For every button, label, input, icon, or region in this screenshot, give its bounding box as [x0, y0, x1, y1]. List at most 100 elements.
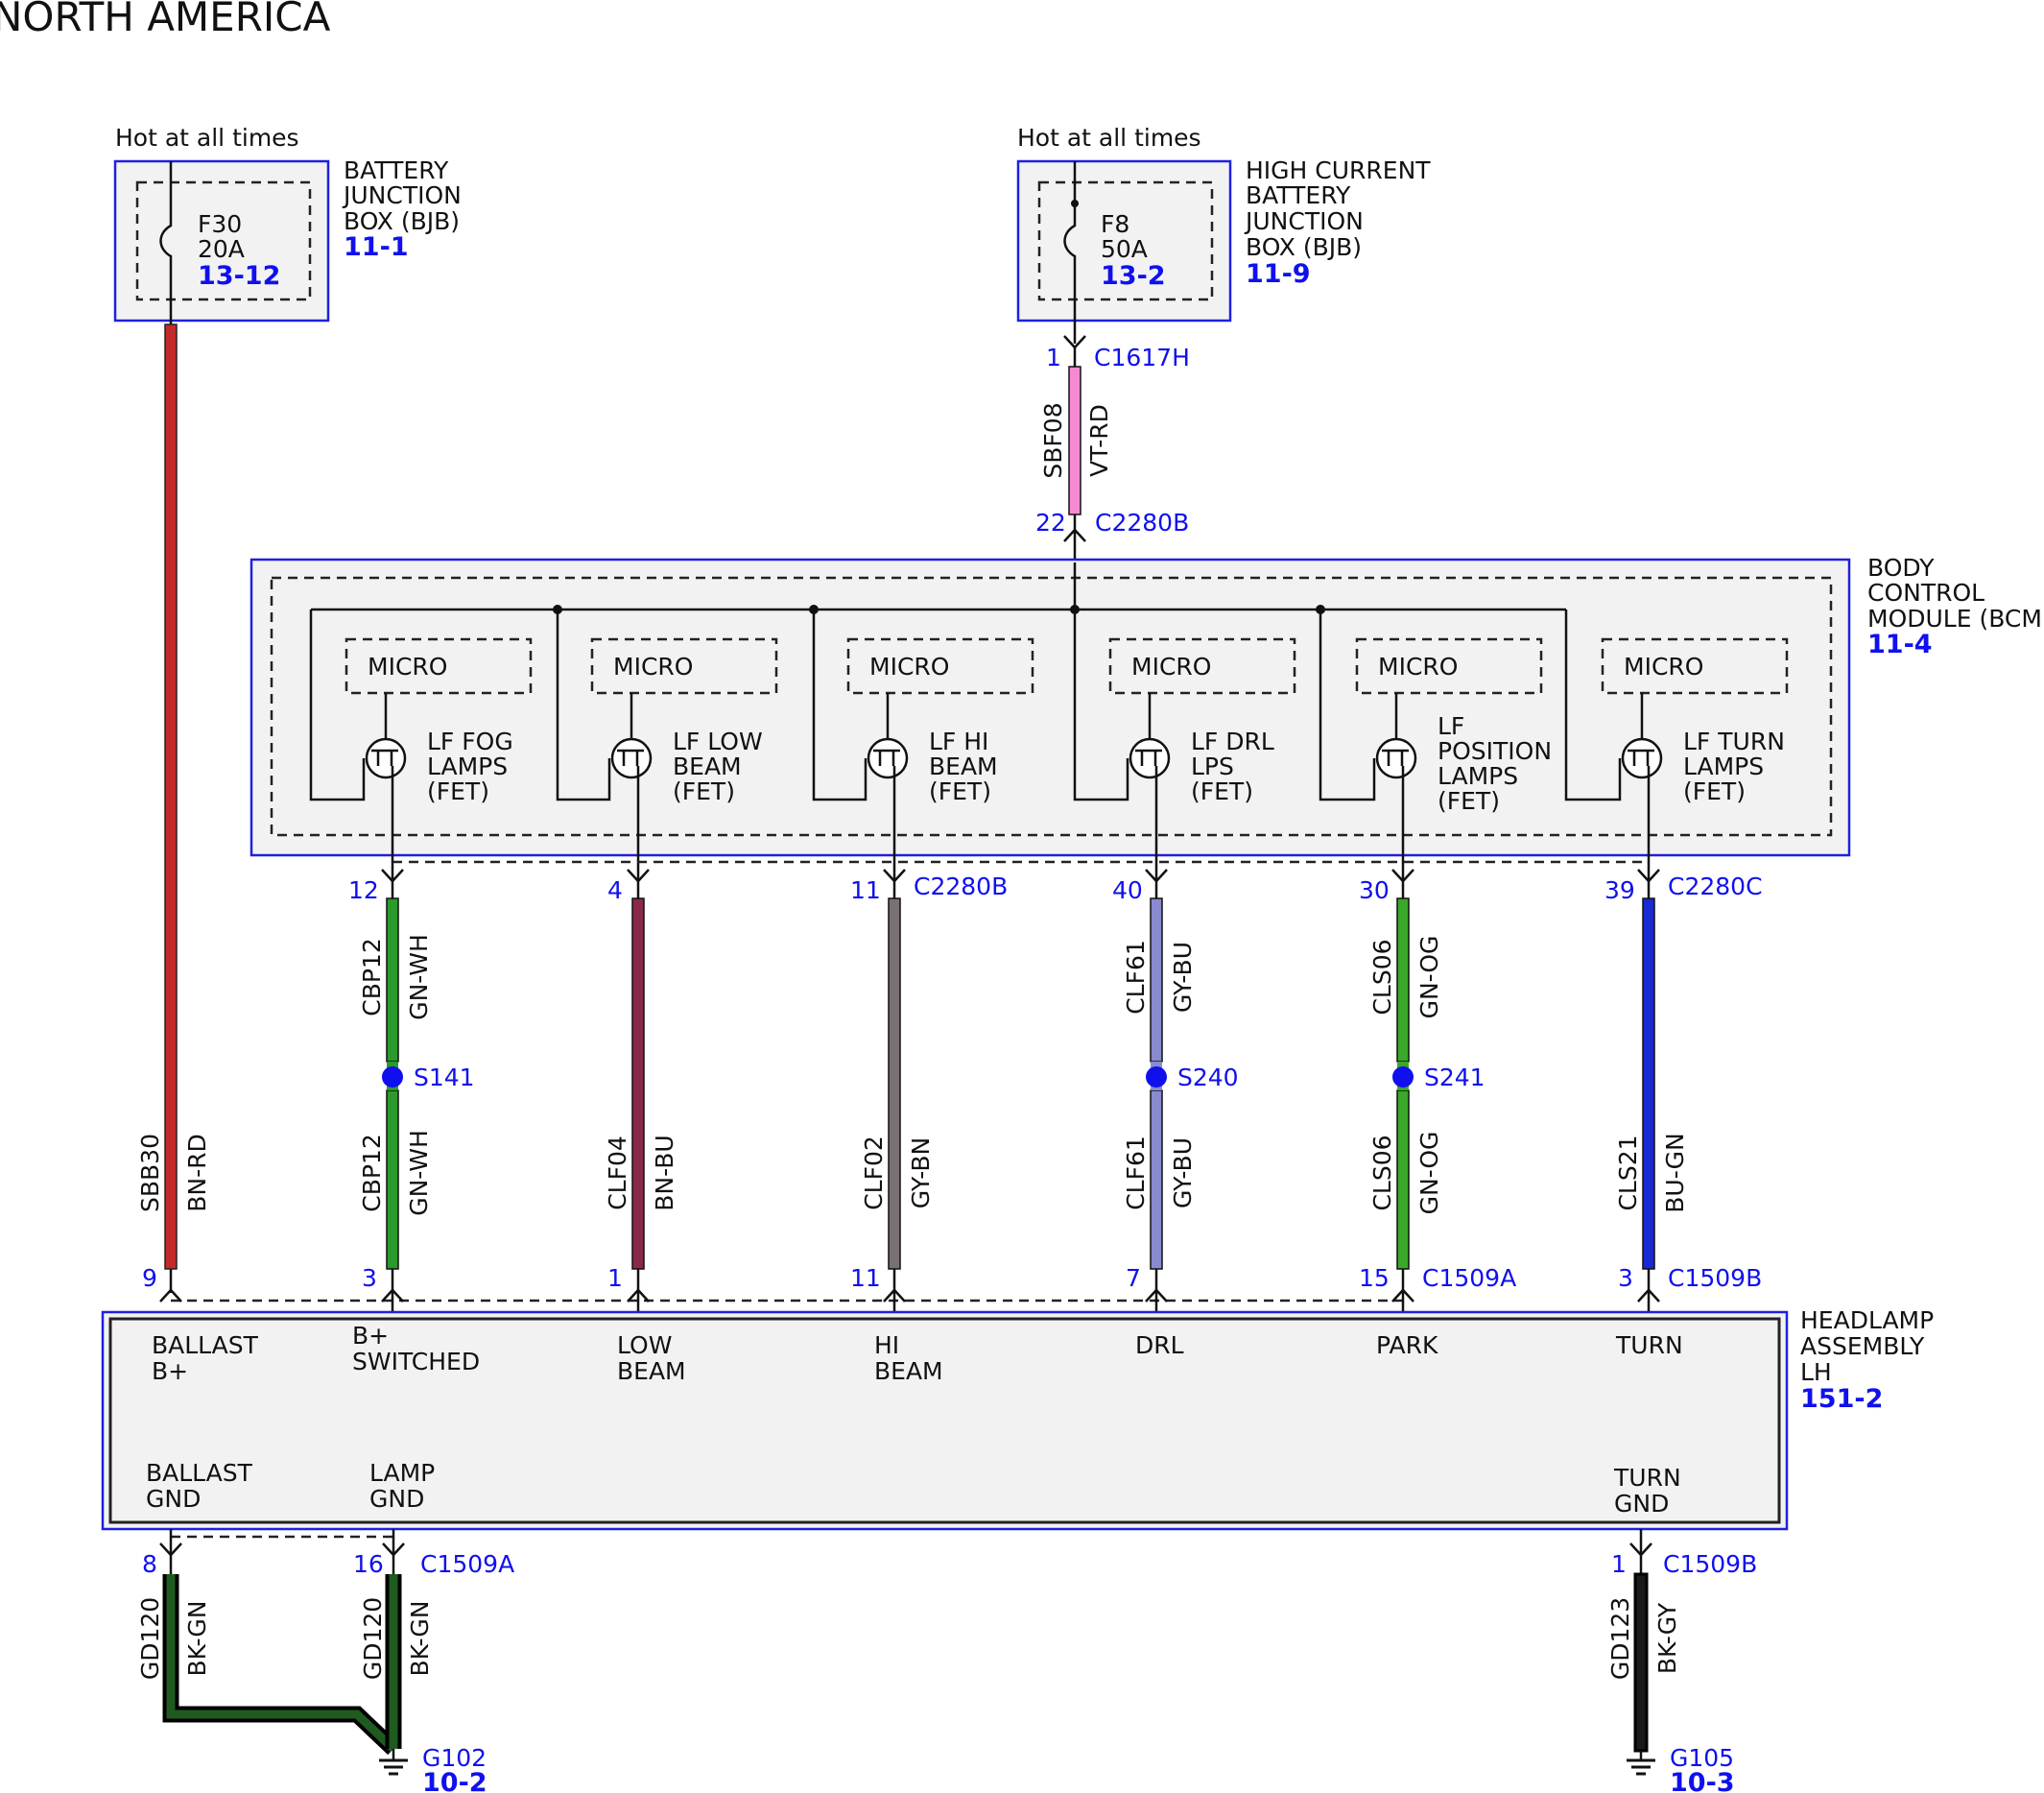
wire-segment-upper [386, 897, 399, 1063]
ballast-pin: 9 [142, 1264, 157, 1292]
input-label-1-2: B+ [152, 1357, 188, 1385]
fet-label-6-3: (FET) [1683, 777, 1746, 805]
hcbjb-name-4: BOX (BJB) [1246, 233, 1362, 261]
fet-label-6-1: LF TURN [1683, 728, 1785, 755]
bcm-name-3: MODULE (BCM) [1867, 605, 2044, 633]
hcbjb-ref: 11-9 [1246, 259, 1311, 289]
headlamp-ref: 151-2 [1800, 1384, 1883, 1414]
micro-label-6: MICRO [1624, 653, 1703, 681]
top-pin-5: 30 [1359, 876, 1390, 904]
ballast-color: BN-RD [183, 1134, 211, 1212]
splice-dot-icon [1146, 1066, 1167, 1088]
hcbjb-fuse-name: F8 [1101, 210, 1129, 238]
splice-dot-icon [382, 1066, 403, 1088]
ground-wire-1-pin: 8 [142, 1550, 157, 1578]
top-pin-1: 12 [348, 876, 379, 904]
bottom-pin-4: 7 [1126, 1264, 1141, 1292]
fet-label-4-1: LF DRL [1191, 728, 1274, 755]
fet-label-1-2: LAMPS [427, 753, 508, 780]
input-label-4-2: BEAM [874, 1357, 943, 1385]
lower-circuit-2: CLF04 [604, 1136, 631, 1210]
bjb-name-3: BOX (BJB) [344, 207, 460, 235]
fet-symbol-icon [1621, 737, 1663, 779]
top-pin-6: 39 [1604, 876, 1635, 904]
headlamp-name-1: HEADLAMP [1800, 1306, 1934, 1334]
fet-label-5-4: (FET) [1438, 787, 1500, 815]
fet-symbol-icon [365, 737, 407, 779]
top-connector-3: C2280B [914, 873, 1008, 900]
hcbjb-hot-label: Hot at all times [1017, 124, 1201, 152]
bcm-name-2: CONTROL [1867, 579, 1985, 607]
lower-color-4: GY-BU [1169, 1137, 1197, 1208]
input-label-5-1: DRL [1135, 1331, 1184, 1359]
battery-junction-box: Hot at all times F30 20A 13-12 BATTERY J… [113, 124, 462, 323]
ground-wire-1-color: BK-GN [183, 1601, 211, 1677]
input-label-7-1: TURN [1615, 1331, 1683, 1359]
lower-circuit-4: CLF61 [1122, 1136, 1150, 1210]
splice-dot-icon [1392, 1066, 1414, 1088]
ballast-wire: SBB30 BN-RD 9 [136, 322, 211, 1303]
input-label-2-2: SWITCHED [352, 1348, 480, 1375]
lower-color-3: GY-BN [907, 1137, 935, 1208]
micro-label-5: MICRO [1378, 653, 1458, 681]
input-label-6-1: PARK [1376, 1331, 1438, 1359]
ground-label-turn-1: TURN [1613, 1464, 1681, 1492]
micro-label-1: MICRO [368, 653, 447, 681]
top-pin-4: 40 [1112, 876, 1143, 904]
fet-label-2-1: LF LOW [673, 728, 763, 755]
fet-symbol-icon [1375, 737, 1417, 779]
ground-g102-name: G102 [422, 1744, 487, 1772]
micro-label-3: MICRO [869, 653, 949, 681]
input-label-4-1: HI [874, 1331, 899, 1359]
wire-segment-upper [1396, 897, 1410, 1063]
ground-wires: 8 GD120 BK-GN 16 C1509A GD120 BK-GN 1 C1… [136, 1529, 1757, 1793]
wire-segment [631, 897, 645, 1270]
lower-color-5: GN-OG [1415, 1132, 1443, 1215]
bcm-ref: 11-4 [1867, 630, 1933, 659]
ground-wire-1-circuit: GD120 [136, 1597, 164, 1680]
hcbjb-name-1: HIGH CURRENT [1246, 156, 1431, 184]
ground-wire-3-connector: C1509B [1663, 1550, 1757, 1578]
input-label-3-2: BEAM [617, 1357, 686, 1385]
bottom-pin-1: 3 [362, 1264, 377, 1292]
lower-circuit-5: CLS06 [1368, 1135, 1396, 1210]
ground-wire-3-color: BK-GY [1653, 1602, 1681, 1674]
fet-label-5-1: LF [1438, 712, 1464, 740]
ground-label-lamp-2: GND [369, 1485, 424, 1513]
fet-label-3-1: LF HI [929, 728, 988, 755]
fet-label-1-1: LF FOG [427, 728, 513, 755]
ground-wire-2-color: BK-GN [406, 1601, 434, 1677]
splice-label-5: S241 [1424, 1064, 1485, 1091]
hcbjb-fuse-ref: 13-2 [1101, 261, 1166, 291]
lower-circuit-1: CBP12 [358, 1134, 386, 1212]
bottom-pin-2: 1 [607, 1264, 623, 1292]
bjb-name-2: JUNCTION [342, 181, 462, 209]
feed-bottom-pin: 22 [1035, 509, 1066, 537]
bottom-connector-5: C1509A [1422, 1264, 1516, 1292]
lower-circuit-6: CLS21 [1614, 1135, 1642, 1210]
fet-label-3-2: BEAM [929, 753, 998, 780]
ground-wire-2-connector: C1509A [420, 1550, 514, 1578]
splice-label-4: S240 [1177, 1064, 1239, 1091]
fet-symbol-icon [610, 737, 653, 779]
lower-color-1: GN-WH [405, 1130, 433, 1216]
bjb-fuse-name: F30 [198, 210, 242, 238]
headlamp-name-2: ASSEMBLY [1800, 1332, 1925, 1360]
wire-segment-lower [1150, 1089, 1163, 1270]
ground-wire-3-pin: 1 [1611, 1550, 1627, 1578]
lower-circuit-3: CLF02 [860, 1136, 888, 1210]
wire-segment [888, 897, 901, 1270]
fet-symbol-icon [1129, 737, 1171, 779]
micro-label-2: MICRO [613, 653, 693, 681]
wire-segment-lower [386, 1089, 399, 1270]
upper-circuit-4: CLF61 [1122, 940, 1150, 1015]
